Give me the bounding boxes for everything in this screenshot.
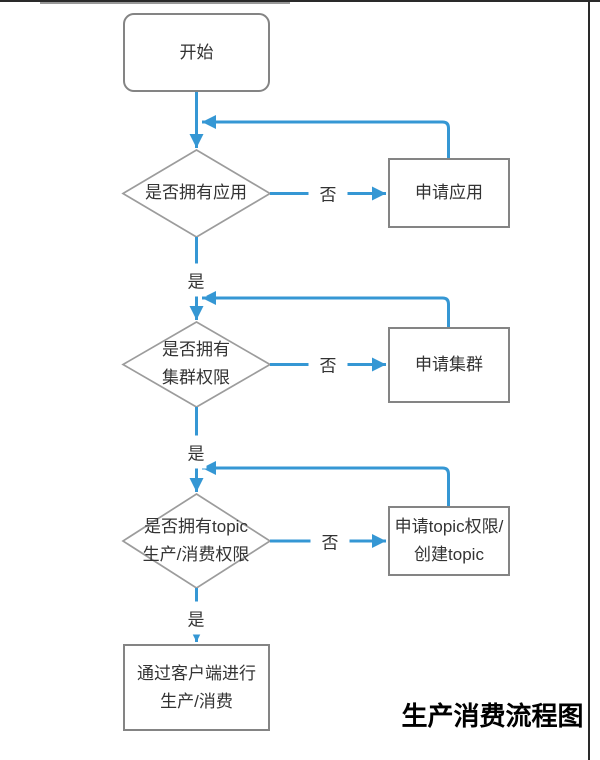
edge-label-no-topic: 否 bbox=[310, 527, 350, 555]
edge-label-yes-cluster: 是 bbox=[185, 435, 207, 469]
edge-label-yes-app: 是 bbox=[185, 263, 207, 297]
apply-topic-label-line1: 申请topic权限/ bbox=[394, 517, 504, 536]
decision-cluster-label-line1: 是否拥有 bbox=[162, 340, 230, 359]
edge-label-yes-topic: 是 bbox=[185, 601, 207, 635]
diagram-title: 生产消费流程图 bbox=[401, 701, 584, 731]
screenshot-right-border bbox=[588, 0, 590, 760]
decision-topic-label-line1: 是否拥有topic bbox=[144, 517, 248, 536]
decision-cluster-label: 是否拥有 集群权限 bbox=[162, 336, 230, 392]
decision-cluster-label-line2: 集群权限 bbox=[162, 368, 230, 387]
edge-label-no-app: 否 bbox=[308, 179, 348, 207]
screenshot-top-border-shadow bbox=[40, 2, 290, 4]
edge-loop-apply-app-back bbox=[202, 115, 450, 158]
apply-app-node: 申请应用 bbox=[388, 158, 510, 228]
apply-topic-node: 申请topic权限/ 创建topic bbox=[388, 506, 510, 576]
screenshot-top-border bbox=[0, 0, 600, 2]
apply-cluster-label: 申请集群 bbox=[415, 355, 483, 374]
produce-consume-node: 通过客户端进行 生产/消费 bbox=[123, 644, 270, 731]
edge-label-no-cluster: 否 bbox=[308, 350, 348, 378]
edge-loop-apply-topic-back bbox=[202, 461, 450, 506]
decision-app-label: 是否拥有应用 bbox=[145, 183, 247, 202]
produce-consume-label-line1: 通过客户端进行 bbox=[137, 663, 256, 683]
decision-topic-label: 是否拥有topic 生产/消费权限 bbox=[143, 513, 250, 569]
edge-loop-apply-cluster-back bbox=[202, 291, 450, 327]
start-node: 开始 bbox=[123, 13, 270, 92]
apply-cluster-node: 申请集群 bbox=[388, 327, 510, 403]
apply-topic-label-line2: 创建topic bbox=[414, 545, 484, 564]
apply-app-label: 申请应用 bbox=[415, 183, 483, 202]
produce-consume-label-line2: 生产/消费 bbox=[160, 691, 233, 711]
decision-topic-label-line2: 生产/消费权限 bbox=[142, 545, 250, 564]
start-node-label: 开始 bbox=[179, 42, 214, 62]
